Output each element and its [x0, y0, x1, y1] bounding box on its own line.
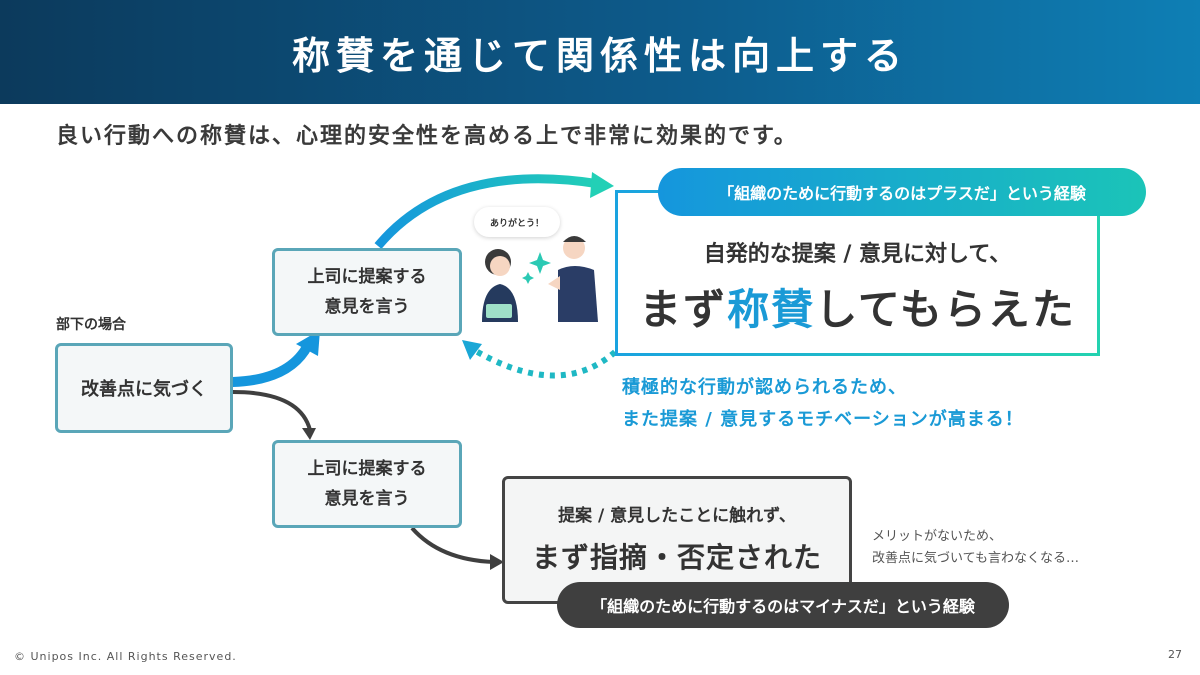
- positive-experience-pill: 「組織のために行動するのはプラスだ」という経験: [658, 168, 1146, 216]
- arrowhead-feedback: [462, 340, 482, 360]
- arrowhead-proposal-bottom: [302, 428, 316, 440]
- arrowhead-praise: [590, 172, 614, 198]
- negative-experience-pill: 「組織のために行動するのはマイナスだ」という経験: [557, 582, 1009, 628]
- negative-line2: まず指摘・否定された: [531, 541, 822, 574]
- arrow-to-negative: [410, 526, 495, 564]
- proposal-box-top: 上司に提案する 意見を言う: [272, 248, 462, 336]
- notice-box-text: 改善点に気づく: [81, 379, 207, 400]
- negative-result: メリットがないため、 改善点に気づいても言わなくなる…: [872, 526, 1079, 570]
- person-woman-illustration: [482, 249, 518, 322]
- positive-result-line1: 積極的な行動が認められるため、: [622, 377, 907, 398]
- praise-box: 自発的な提案 / 意見に対して、 まず称賛してもらえた: [615, 190, 1100, 356]
- proposal-box-bottom: 上司に提案する 意見を言う: [272, 440, 462, 528]
- notice-box: 改善点に気づく: [55, 343, 233, 433]
- arrowhead-proposal-top: [296, 330, 320, 356]
- praise-line2-post: してもらえた: [815, 284, 1076, 334]
- positive-result-line2: また提案 / 意見するモチベーションが高まる！: [622, 409, 1024, 430]
- praise-line2-pre: まず: [639, 284, 728, 334]
- proposal-bottom-line1: 上司に提案する: [307, 459, 427, 479]
- copyright: © Unipos Inc. All Rights Reserved.: [14, 650, 237, 663]
- arrow-feedback-dotted: [472, 347, 617, 379]
- arrowhead-negative: [490, 554, 504, 570]
- header-bar: 称賛を通じて関係性は向上する: [0, 0, 1200, 104]
- proposal-top-line2: 意見を言う: [324, 297, 410, 317]
- page-number: 27: [1168, 648, 1182, 661]
- proposal-bottom-line2: 意見を言う: [324, 489, 410, 509]
- page-title: 称賛を通じて関係性は向上する: [291, 33, 908, 78]
- negative-line1: 提案 / 意見したことに触れず、: [558, 506, 796, 526]
- praise-line2: まず称賛してもらえた: [639, 276, 1076, 337]
- case-label: 部下の場合: [56, 317, 126, 333]
- arrow-to-praise: [374, 174, 601, 249]
- negative-result-line2: 改善点に気づいても言わなくなる…: [872, 551, 1079, 566]
- arrow-to-proposal-top: [228, 340, 313, 387]
- person-man-illustration: [548, 236, 598, 322]
- praise-line1: 自発的な提案 / 意見に対して、: [703, 241, 1012, 267]
- negative-result-line1: メリットがないため、: [872, 529, 1003, 544]
- positive-result: 積極的な行動が認められるため、 また提案 / 意見するモチベーションが高まる！: [622, 372, 1024, 436]
- proposal-top-line1: 上司に提案する: [307, 267, 427, 287]
- arrow-to-proposal-bottom: [232, 390, 312, 431]
- sparkle-icon: [522, 252, 551, 284]
- praise-highlight: 称賛: [727, 284, 816, 334]
- speech-bubble: ありがとう！: [474, 207, 560, 237]
- subtitle: 良い行動への称賛は、心理的安全性を高める上で非常に効果的です。: [56, 124, 798, 149]
